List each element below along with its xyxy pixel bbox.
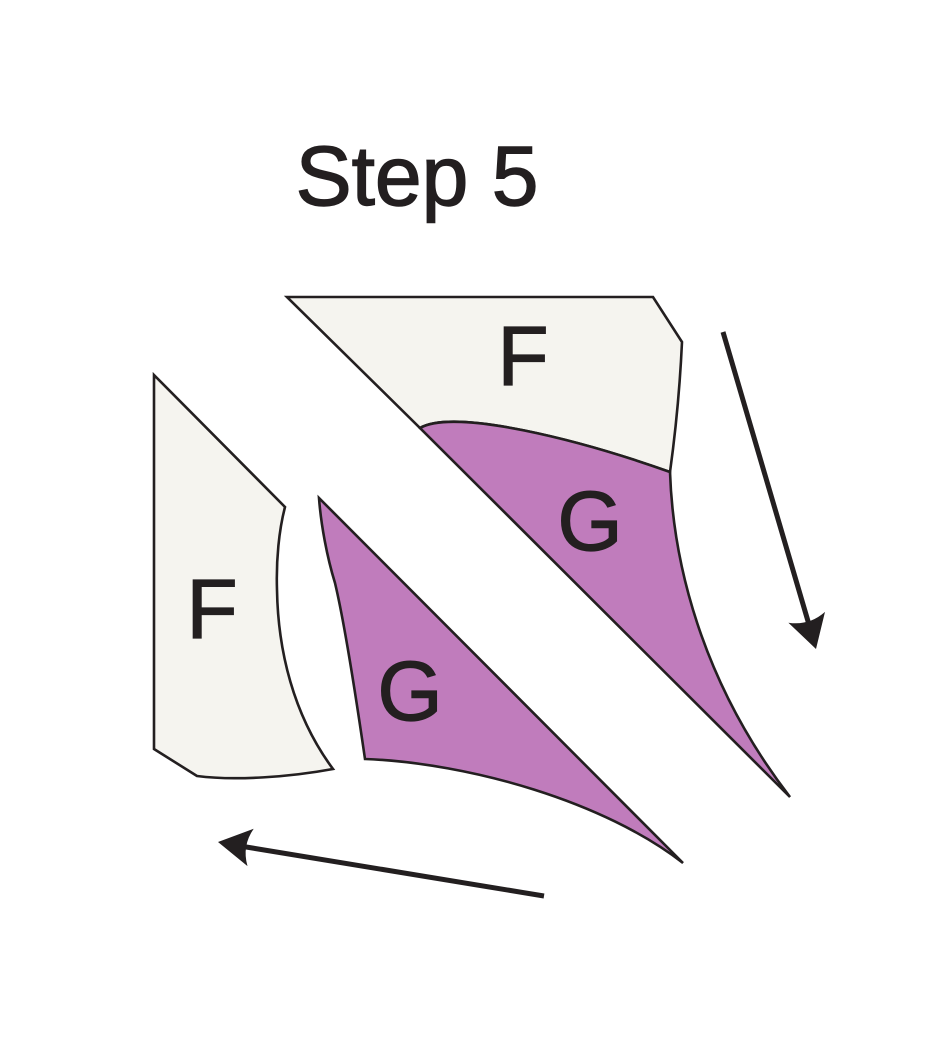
arrow-left-head — [218, 828, 254, 867]
arrow-down-head — [788, 611, 825, 649]
arrow-down-icon — [720, 331, 825, 649]
arrow-left-shaft — [239, 843, 545, 899]
piece-lower-f-shape — [152, 371, 336, 780]
piece-lower-g-label: G — [377, 644, 442, 738]
arrow-left-icon — [218, 828, 545, 899]
step-title: Step 5 — [296, 129, 539, 223]
piece-upper-f-label: F — [497, 309, 548, 403]
piece-lower-f-label: F — [186, 562, 237, 656]
piece-upper-g-shape — [417, 420, 792, 798]
arrow-down-shaft — [720, 331, 813, 629]
piece-lower-g-shape — [317, 494, 684, 865]
piece-upper-g-label: G — [557, 474, 622, 568]
